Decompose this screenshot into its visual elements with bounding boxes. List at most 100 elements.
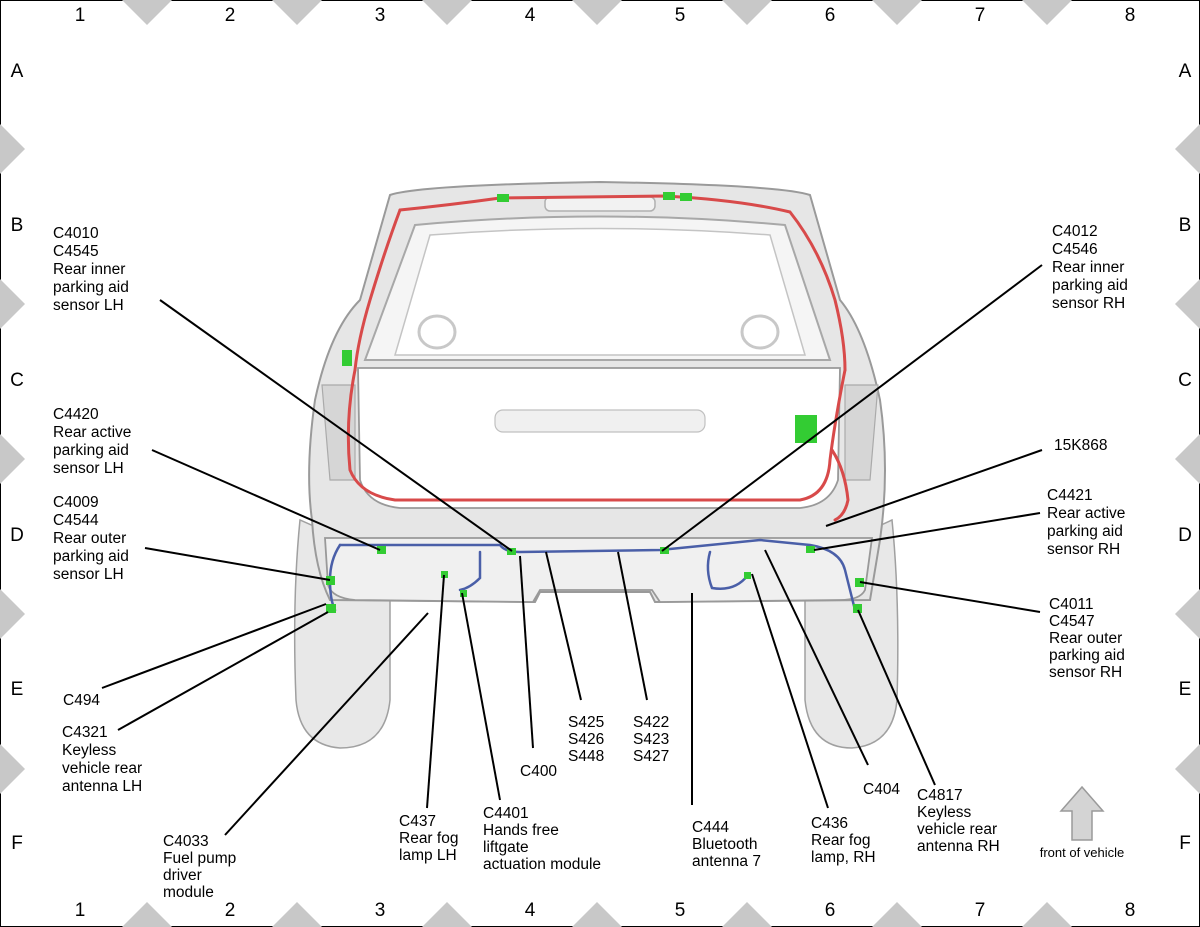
grid-marker-left	[0, 589, 25, 639]
front-of-vehicle-indicator: front of vehicle	[1040, 785, 1125, 860]
grid-marker-bottom	[1022, 902, 1072, 927]
grid-row-label: A	[11, 61, 24, 82]
callout-c4420: C4420 Rear active parking aid sensor LH	[53, 406, 136, 477]
callout-c4033: C4033 Fuel pump driver module	[163, 833, 241, 901]
grid-marker-bottom	[422, 902, 472, 927]
grid-marker-bottom	[272, 902, 322, 927]
connector-marker	[853, 604, 862, 613]
callout-c4010: C4010 C4545 Rear inner parking aid senso…	[53, 225, 133, 314]
grid-row-label: E	[11, 679, 24, 700]
leader-c4421	[813, 512, 1041, 551]
callout-c4817: C4817 Keyless vehicle rear antenna RH	[917, 787, 1001, 855]
grid-col-label: 4	[525, 5, 536, 26]
connector-marker	[497, 194, 509, 202]
grid-row-label: D	[1178, 525, 1192, 546]
leader-lines	[101, 264, 1043, 836]
grid-col-label: 7	[975, 900, 986, 921]
leader-c404	[764, 549, 869, 766]
connector-marker	[460, 590, 467, 597]
brake-light	[544, 196, 656, 212]
leader-c4401	[461, 592, 501, 801]
callout-15k868: 15K868	[1054, 437, 1107, 454]
connector-marker	[663, 192, 675, 200]
grid-col-label: 2	[225, 5, 236, 26]
grid-marker-left	[0, 744, 25, 794]
leader-c494	[101, 603, 327, 689]
connector-marker	[326, 576, 335, 585]
window-dimple-left	[417, 314, 457, 350]
grid-row-label: E	[1179, 679, 1192, 700]
callout-c436: C436 Rear fog lamp, RH	[811, 815, 876, 866]
grid-marker-top	[722, 0, 772, 25]
connector-marker	[795, 415, 817, 443]
grid-marker-top	[1022, 0, 1072, 25]
grid-row-label: C	[1178, 370, 1192, 391]
grid-marker-right	[1175, 124, 1200, 174]
callout-c404: C404	[863, 781, 900, 798]
grid-marker-bottom	[872, 902, 922, 927]
grid-marker-top	[122, 0, 172, 25]
grid-col-label: 4	[525, 900, 536, 921]
connector-marker	[377, 546, 386, 554]
leader-c4010	[159, 299, 513, 552]
grid-row-label: B	[1179, 215, 1192, 236]
callout-labels: C4010 C4545 Rear inner parking aid senso…	[53, 223, 1130, 901]
callout-s422: S422 S423 S427	[633, 714, 674, 765]
grid-row-label: C	[10, 370, 24, 391]
connector-marker	[855, 578, 864, 587]
grid-col-label: 8	[1125, 900, 1136, 921]
grid-marker-right	[1175, 434, 1200, 484]
grid-col-label: 8	[1125, 5, 1136, 26]
grid-column-labels-top: 1 2 3 4 5 6 7 8	[75, 5, 1136, 26]
callout-c4009: C4009 C4544 Rear outer parking aid senso…	[53, 494, 133, 583]
callout-c4401: C4401 Hands free liftgate actuation modu…	[483, 805, 601, 873]
leader-s422	[617, 551, 648, 701]
connector-marker	[680, 193, 692, 201]
grid-row-label: D	[10, 525, 24, 546]
grid-marker-left	[0, 124, 25, 174]
grid-marker-bottom	[572, 902, 622, 927]
grid-row-labels-right: A B C D E F	[1178, 61, 1192, 854]
callout-c4421: C4421 Rear active parking aid sensor RH	[1047, 487, 1130, 558]
grid-col-label: 3	[375, 5, 386, 26]
grid-col-label: 6	[825, 900, 836, 921]
leader-15k868	[825, 449, 1043, 527]
liftgate-panel	[357, 367, 841, 509]
leader-c4011	[859, 581, 1041, 613]
grid-row-label: F	[1179, 833, 1191, 854]
grid-col-label: 5	[675, 900, 686, 921]
grid-marker-bottom	[722, 902, 772, 927]
grid-col-label: 5	[675, 5, 686, 26]
front-of-vehicle-label: front of vehicle	[1040, 845, 1125, 860]
callout-c494: C494	[63, 692, 100, 709]
grid-row-label: B	[11, 215, 24, 236]
grid-marker-top	[872, 0, 922, 25]
connector-marker	[441, 571, 448, 578]
leader-c4012	[661, 264, 1043, 552]
grid-marker-bottom	[122, 902, 172, 927]
leader-c436	[751, 573, 829, 809]
grid-col-label: 3	[375, 900, 386, 921]
connector-marker	[660, 547, 669, 554]
grid-col-label: 6	[825, 5, 836, 26]
leader-c4009	[144, 547, 331, 581]
grid-marker-left	[0, 434, 25, 484]
vehicle-rear-illustration	[293, 180, 899, 749]
leader-c4321	[117, 611, 329, 731]
connector-marker	[326, 604, 336, 613]
connector-marker	[806, 546, 815, 553]
grid-col-label: 2	[225, 900, 236, 921]
window-inner	[394, 227, 806, 356]
grid-row-label: A	[1179, 61, 1192, 82]
grid-row-label: F	[11, 833, 23, 854]
callout-c400: C400	[520, 763, 557, 780]
leader-c437	[426, 574, 445, 809]
licence-recess	[494, 409, 706, 433]
grid-col-label: 1	[75, 5, 86, 26]
leader-s425	[545, 551, 582, 701]
window-dimple-right	[740, 314, 780, 350]
connector-marker	[342, 350, 352, 366]
callout-c444: C444 Bluetooth antenna 7	[692, 819, 762, 870]
